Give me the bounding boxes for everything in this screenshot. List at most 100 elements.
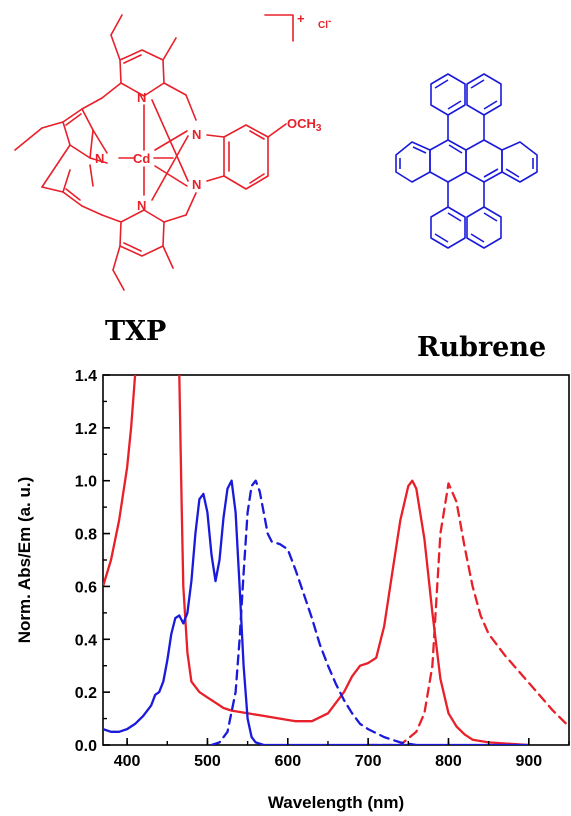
x-tick-label: 600 [274,753,301,770]
rubrene-bond [483,168,499,178]
x-tick-label: 800 [435,753,462,770]
txp-bond [154,165,188,187]
txp-bond [151,99,189,182]
txp-bond [162,245,174,269]
rubrene-bond [434,233,449,243]
txp-charge-bracket [264,14,294,42]
rubrene-ring-outer-left [395,141,431,183]
txp-bond [162,37,177,61]
txp-counterion: Cl- [318,16,331,31]
txp-bond [185,192,197,216]
y-tick-label: 0.4 [75,632,97,649]
txp-bond [163,214,187,223]
y-tick-label: 0.6 [75,579,97,596]
rubrene-bond [448,144,463,154]
rubrene-ring-outer-right [501,141,538,183]
txp-atom-n-bottom: N [137,198,146,213]
rubrene-bond [447,100,462,110]
series-layer [103,375,569,745]
txp-atom-n-top: N [137,90,146,105]
txp-bond [163,82,187,96]
rubrene-bond [412,146,427,154]
txp-bond [112,245,121,271]
txp-charge: + [297,11,305,26]
plot-frame [102,374,570,746]
rubrene-phenyl-top-left [430,73,466,116]
rubrene-bond [434,79,449,89]
spectrum-chart: 400 500 600 700 800 900 0.0 0.2 0.4 0.6 0.8 1.0 1.2 1… [15,368,570,812]
txp-bond [65,113,82,126]
txp-benzene [223,124,269,190]
txp-emission-series [366,482,569,745]
txp-bond [81,97,103,110]
rubrene-phenyl-top-right [466,73,502,116]
rubrene-ring-inner-left [429,139,467,183]
txp-atom-n-left: N [95,151,104,166]
txp-bond [185,94,197,121]
rubrene-structure [395,73,538,249]
txp-bond [112,269,125,291]
x-tick-label: 900 [515,753,542,770]
txp-substituent: OCH3 [287,116,322,134]
txp-bond [101,82,122,99]
txp-structure [14,14,294,291]
y-tick-label: 1.0 [75,474,97,491]
x-tick-label: 700 [355,753,382,770]
txp-bond [206,134,225,138]
txp-pyrrole-left [62,108,94,159]
rubrene-bond [470,79,485,89]
txp-absorption-series [103,375,530,745]
rubrene-bond [470,233,485,243]
txp-bond [123,54,142,64]
x-tick-label: 400 [114,753,141,770]
txp-bond [89,157,108,164]
rubrene-label: Rubrene [417,332,546,363]
txp-atom-n-lower-right: N [192,177,201,192]
txp-bond [62,169,71,193]
txp-substituent-subscript: 3 [316,123,322,134]
y-tick-label: 1.4 [75,368,97,385]
txp-bond [151,135,189,201]
rubrene-ring-inner-right [465,139,503,183]
x-axis-label: Wavelength (nm) [268,793,404,812]
rubrene-phenyl-bottom-right [466,206,502,249]
txp-bond [267,123,287,138]
txp-bond [92,129,108,154]
txp-bond [81,205,103,216]
txp-counterion-charge: - [328,16,331,27]
txp-bond [110,34,121,61]
rubrene-bond [483,212,498,222]
rubrene-bond [483,100,498,110]
rubrene-phenyl-bottom-left [430,206,466,249]
rubrene-bond [505,168,520,178]
txp-bond [41,186,64,193]
y-tick-label: 0.8 [75,527,97,544]
txp-bond [110,14,123,36]
txp-label: TXP [105,316,166,347]
txp-bond [101,214,122,223]
tick-layer: 400 500 600 700 800 900 0.0 0.2 0.4 0.6 0.8 1.0 1.2 1… [75,368,570,770]
txp-substituent-main: OCH [287,116,316,131]
y-tick-label: 0.0 [75,738,97,755]
txp-bond [41,144,71,188]
rubrene-emission-series [210,479,418,745]
txp-bond [62,191,83,207]
y-axis-label: Norm. Abs/Em (a. u.) [15,477,34,644]
txp-counterion-symbol: Cl [318,20,328,31]
txp-bond [154,130,188,151]
txp-bond [41,121,64,129]
txp-bond [206,175,225,182]
txp-bond [249,173,265,184]
txp-bond [249,130,265,140]
rubrene-bond [447,212,462,222]
x-tick-label: 500 [194,753,221,770]
txp-bond [65,188,81,201]
txp-pyrrole-bottom [119,209,165,257]
y-tick-label: 0.2 [75,685,97,702]
y-tick-label: 1.2 [75,421,97,438]
txp-bond [123,242,142,252]
txp-bond [14,127,43,151]
txp-atom-cd: Cd [133,151,150,166]
txp-bond [89,164,94,187]
